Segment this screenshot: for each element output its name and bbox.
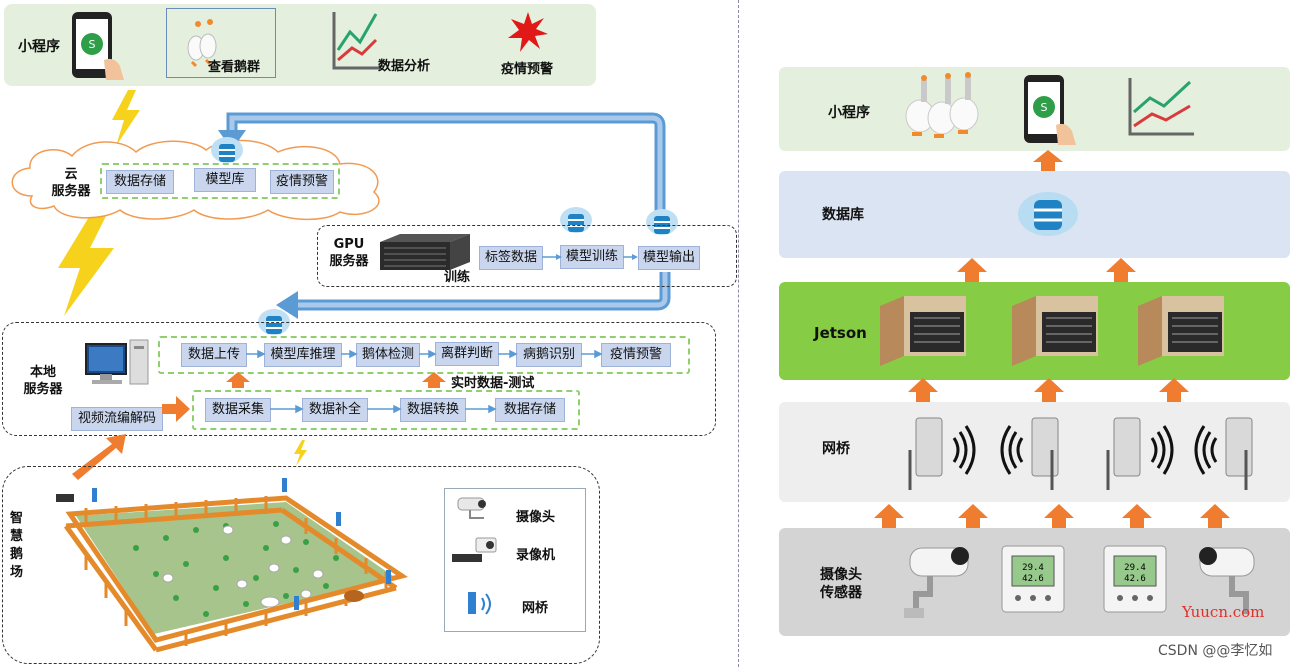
legend-box [444, 488, 586, 632]
gpu-server-panel [317, 225, 737, 287]
collection-pipeline-group [192, 390, 580, 430]
database-icon [1018, 192, 1078, 236]
cloud-data-storage: 数据存储 [106, 170, 174, 194]
database-icon [560, 207, 592, 233]
model-sync-arrow [218, 112, 671, 319]
gpu-label-line2: 服务器 [329, 254, 369, 269]
bridge-legend-label: 网桥 [522, 601, 549, 616]
sensor-label-line2: 传感器 [820, 585, 862, 601]
cloud-label: 云 服务器 [46, 166, 96, 200]
rack-server-icon [380, 234, 470, 270]
goose-farm-illustration [56, 478, 409, 653]
data-store-step: 数据存储 [495, 398, 565, 422]
lightning-icon [58, 212, 114, 316]
camera-legend-icon [457, 497, 486, 519]
database-band-label: 数据库 [822, 207, 864, 223]
geese-icon [905, 72, 979, 138]
csdn-watermark: CSDN @@李忆如 [1158, 643, 1273, 659]
local-label: 本地 服务器 [18, 364, 68, 398]
data-upload-step: 数据上传 [181, 343, 247, 367]
bridge-legend-icon [468, 592, 491, 615]
cloud-services-group [100, 163, 340, 199]
phone-icon: S [72, 12, 124, 80]
outlier-judgment-step: 离群判断 [435, 342, 499, 366]
sick-goose-step: 病鹅识别 [516, 343, 582, 367]
section-divider [738, 0, 739, 667]
smart-farm-label: 智慧鹅场 [10, 511, 24, 580]
local-label-line2: 服务器 [23, 382, 63, 397]
cloud-label-line1: 云 [64, 167, 78, 182]
realtime-test-label: 实时数据-测试 [451, 376, 535, 391]
svg-text:29.4: 29.4 [1124, 563, 1146, 573]
data-convert-step: 数据转换 [400, 398, 466, 422]
alert-burst-icon [508, 12, 548, 52]
camera-icon [904, 547, 969, 618]
train-label: 训练 [444, 270, 471, 285]
model-inference-step: 模型库推理 [264, 343, 342, 367]
thermo-sensor-icon: 29.4 42.6 [1103, 545, 1167, 613]
label-data-step: 标签数据 [479, 246, 543, 270]
svg-text:42.6: 42.6 [1124, 574, 1146, 584]
local-server-panel [2, 322, 716, 436]
chart-icon [1128, 78, 1194, 136]
gpu-label-line1: GPU [333, 237, 365, 252]
epidemic-warning-label: 疫情预警 [501, 62, 554, 77]
epidemic-warning-step: 疫情预警 [601, 343, 671, 367]
miniapp-label: 小程序 [18, 39, 60, 55]
site-watermark: Yuucn.com [1182, 603, 1265, 621]
sensor-label-line1: 摄像头 [820, 567, 862, 583]
cloud-model-library: 模型库 [194, 168, 256, 192]
thermo-sensor-icon: 29.4 42.6 [1001, 545, 1065, 613]
data-collect-step: 数据采集 [205, 398, 271, 422]
smart-farm-panel [2, 466, 600, 664]
geese-icon [187, 19, 217, 68]
jetson-board-icon [1012, 296, 1098, 366]
camera-legend-label: 摄像头 [516, 510, 556, 525]
svg-text:29.4: 29.4 [1022, 563, 1044, 573]
view-geese-tile[interactable] [166, 8, 276, 78]
miniapp-band-label: 小程序 [828, 105, 870, 121]
sensor-band-label: 摄像头 传感器 [816, 566, 866, 602]
flow-arrows-local [72, 349, 603, 480]
svg-text:42.6: 42.6 [1022, 574, 1044, 584]
data-analysis-label: 数据分析 [378, 59, 431, 74]
data-complete-step: 数据补全 [302, 398, 368, 422]
jetson-board-icon [1138, 296, 1224, 366]
model-training-step: 模型训练 [560, 245, 624, 269]
cloud-epidemic-warning: 疫情预警 [270, 170, 334, 194]
bridge-band-label: 网桥 [822, 441, 850, 457]
jetson-board-icon [880, 296, 966, 366]
recorder-legend-icon [452, 537, 497, 562]
chart-icon [332, 12, 380, 70]
video-codec-box: 视频流编解码 [71, 407, 163, 431]
camera-icon [1199, 547, 1255, 614]
gpu-label: GPU 服务器 [322, 236, 376, 270]
inference-pipeline-group [158, 336, 690, 374]
svg-text:S: S [89, 38, 96, 51]
recorder-legend-label: 录像机 [516, 548, 556, 563]
flow-arrows-gpu [542, 254, 638, 260]
database-icon [211, 137, 243, 163]
phone-icon: S [1024, 75, 1076, 145]
desktop-computer-icon [85, 339, 149, 385]
cloud-label-line2: 服务器 [51, 184, 91, 199]
goose-detection-step: 鹅体检测 [356, 343, 420, 367]
lightning-icon [294, 440, 307, 466]
lightning-icon [112, 90, 140, 146]
network-bridge-icons [908, 417, 1253, 490]
svg-text:S: S [1041, 101, 1048, 114]
local-label-line1: 本地 [29, 365, 56, 380]
model-output-step: 模型输出 [638, 246, 700, 270]
jetson-band-label: Jetson [814, 324, 867, 342]
view-geese-label: 查看鹅群 [208, 60, 261, 75]
